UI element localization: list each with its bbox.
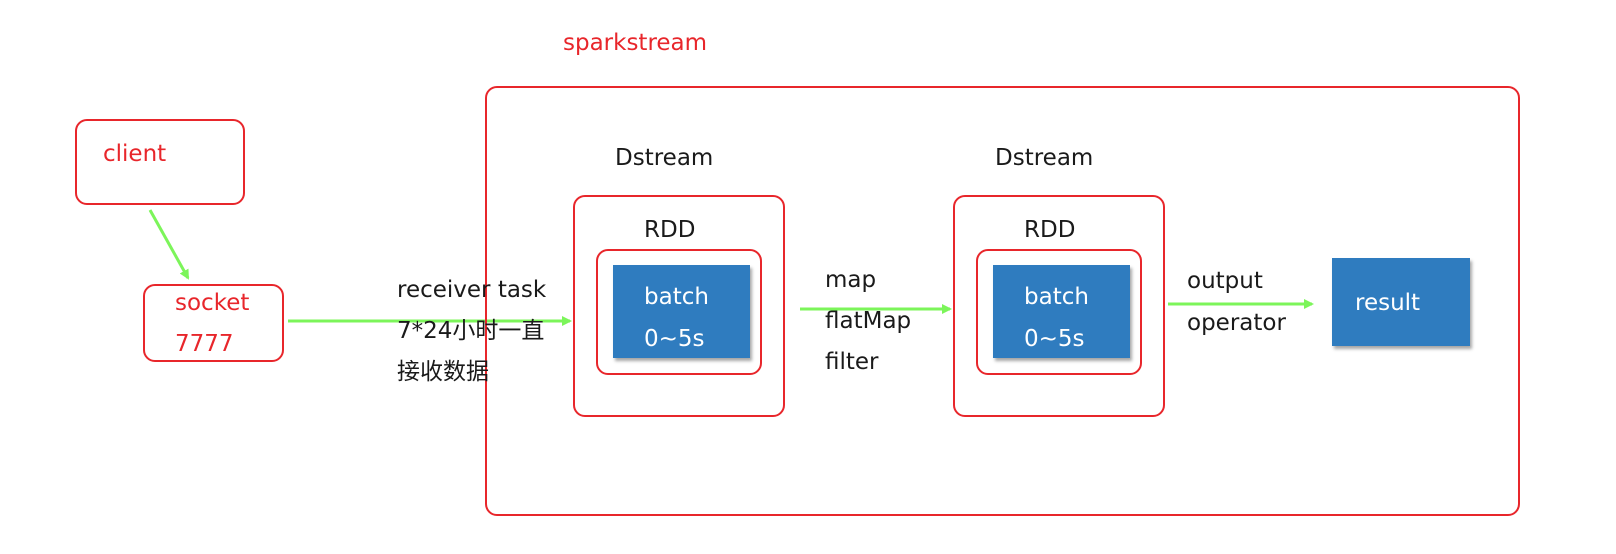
- transform-flatmap: flatMap: [825, 308, 912, 334]
- socket-port: 7777: [175, 331, 234, 357]
- socket-node: [143, 284, 284, 362]
- socket-label: socket: [175, 290, 250, 316]
- sparkstream-title: sparkstream: [563, 30, 708, 56]
- transform-map: map: [825, 267, 877, 293]
- dstream-2-rdd-label: RDD: [1024, 217, 1076, 243]
- transform-filter: filter: [825, 349, 879, 375]
- result-block: result: [1332, 258, 1470, 346]
- dstream-2-batch-range: 0~5s: [1024, 326, 1085, 352]
- dstream-1-rdd-box: [596, 249, 762, 375]
- receiver-line-3: 接收数据: [397, 359, 489, 385]
- dstream-2-title: Dstream: [995, 145, 1094, 171]
- dstream-1-rdd-label: RDD: [644, 217, 696, 243]
- dstream-1-batch-block: batch 0~5s: [613, 265, 750, 358]
- output-line-1: output: [1187, 268, 1263, 294]
- sparkstream-container: [485, 86, 1520, 516]
- dstream-2-batch-block: batch 0~5s: [993, 265, 1130, 358]
- dstream-1-title: Dstream: [615, 145, 714, 171]
- dstream-2-batch-label: batch: [1024, 284, 1089, 310]
- dstream-2-rdd-box: [976, 249, 1142, 375]
- dstream-2-box: [953, 195, 1165, 417]
- dstream-1-batch-label: batch: [644, 284, 709, 310]
- client-to-socket-arrow: [148, 209, 190, 280]
- output-line-2: operator: [1187, 310, 1286, 336]
- result-label: result: [1355, 290, 1421, 316]
- receiver-line-1: receiver task: [397, 277, 547, 303]
- dstream-1-batch-range: 0~5s: [644, 326, 705, 352]
- receiver-line-2: 7*24小时一直: [397, 318, 545, 344]
- client-node: [75, 119, 245, 205]
- client-label: client: [103, 141, 167, 167]
- dstream-1-box: [573, 195, 785, 417]
